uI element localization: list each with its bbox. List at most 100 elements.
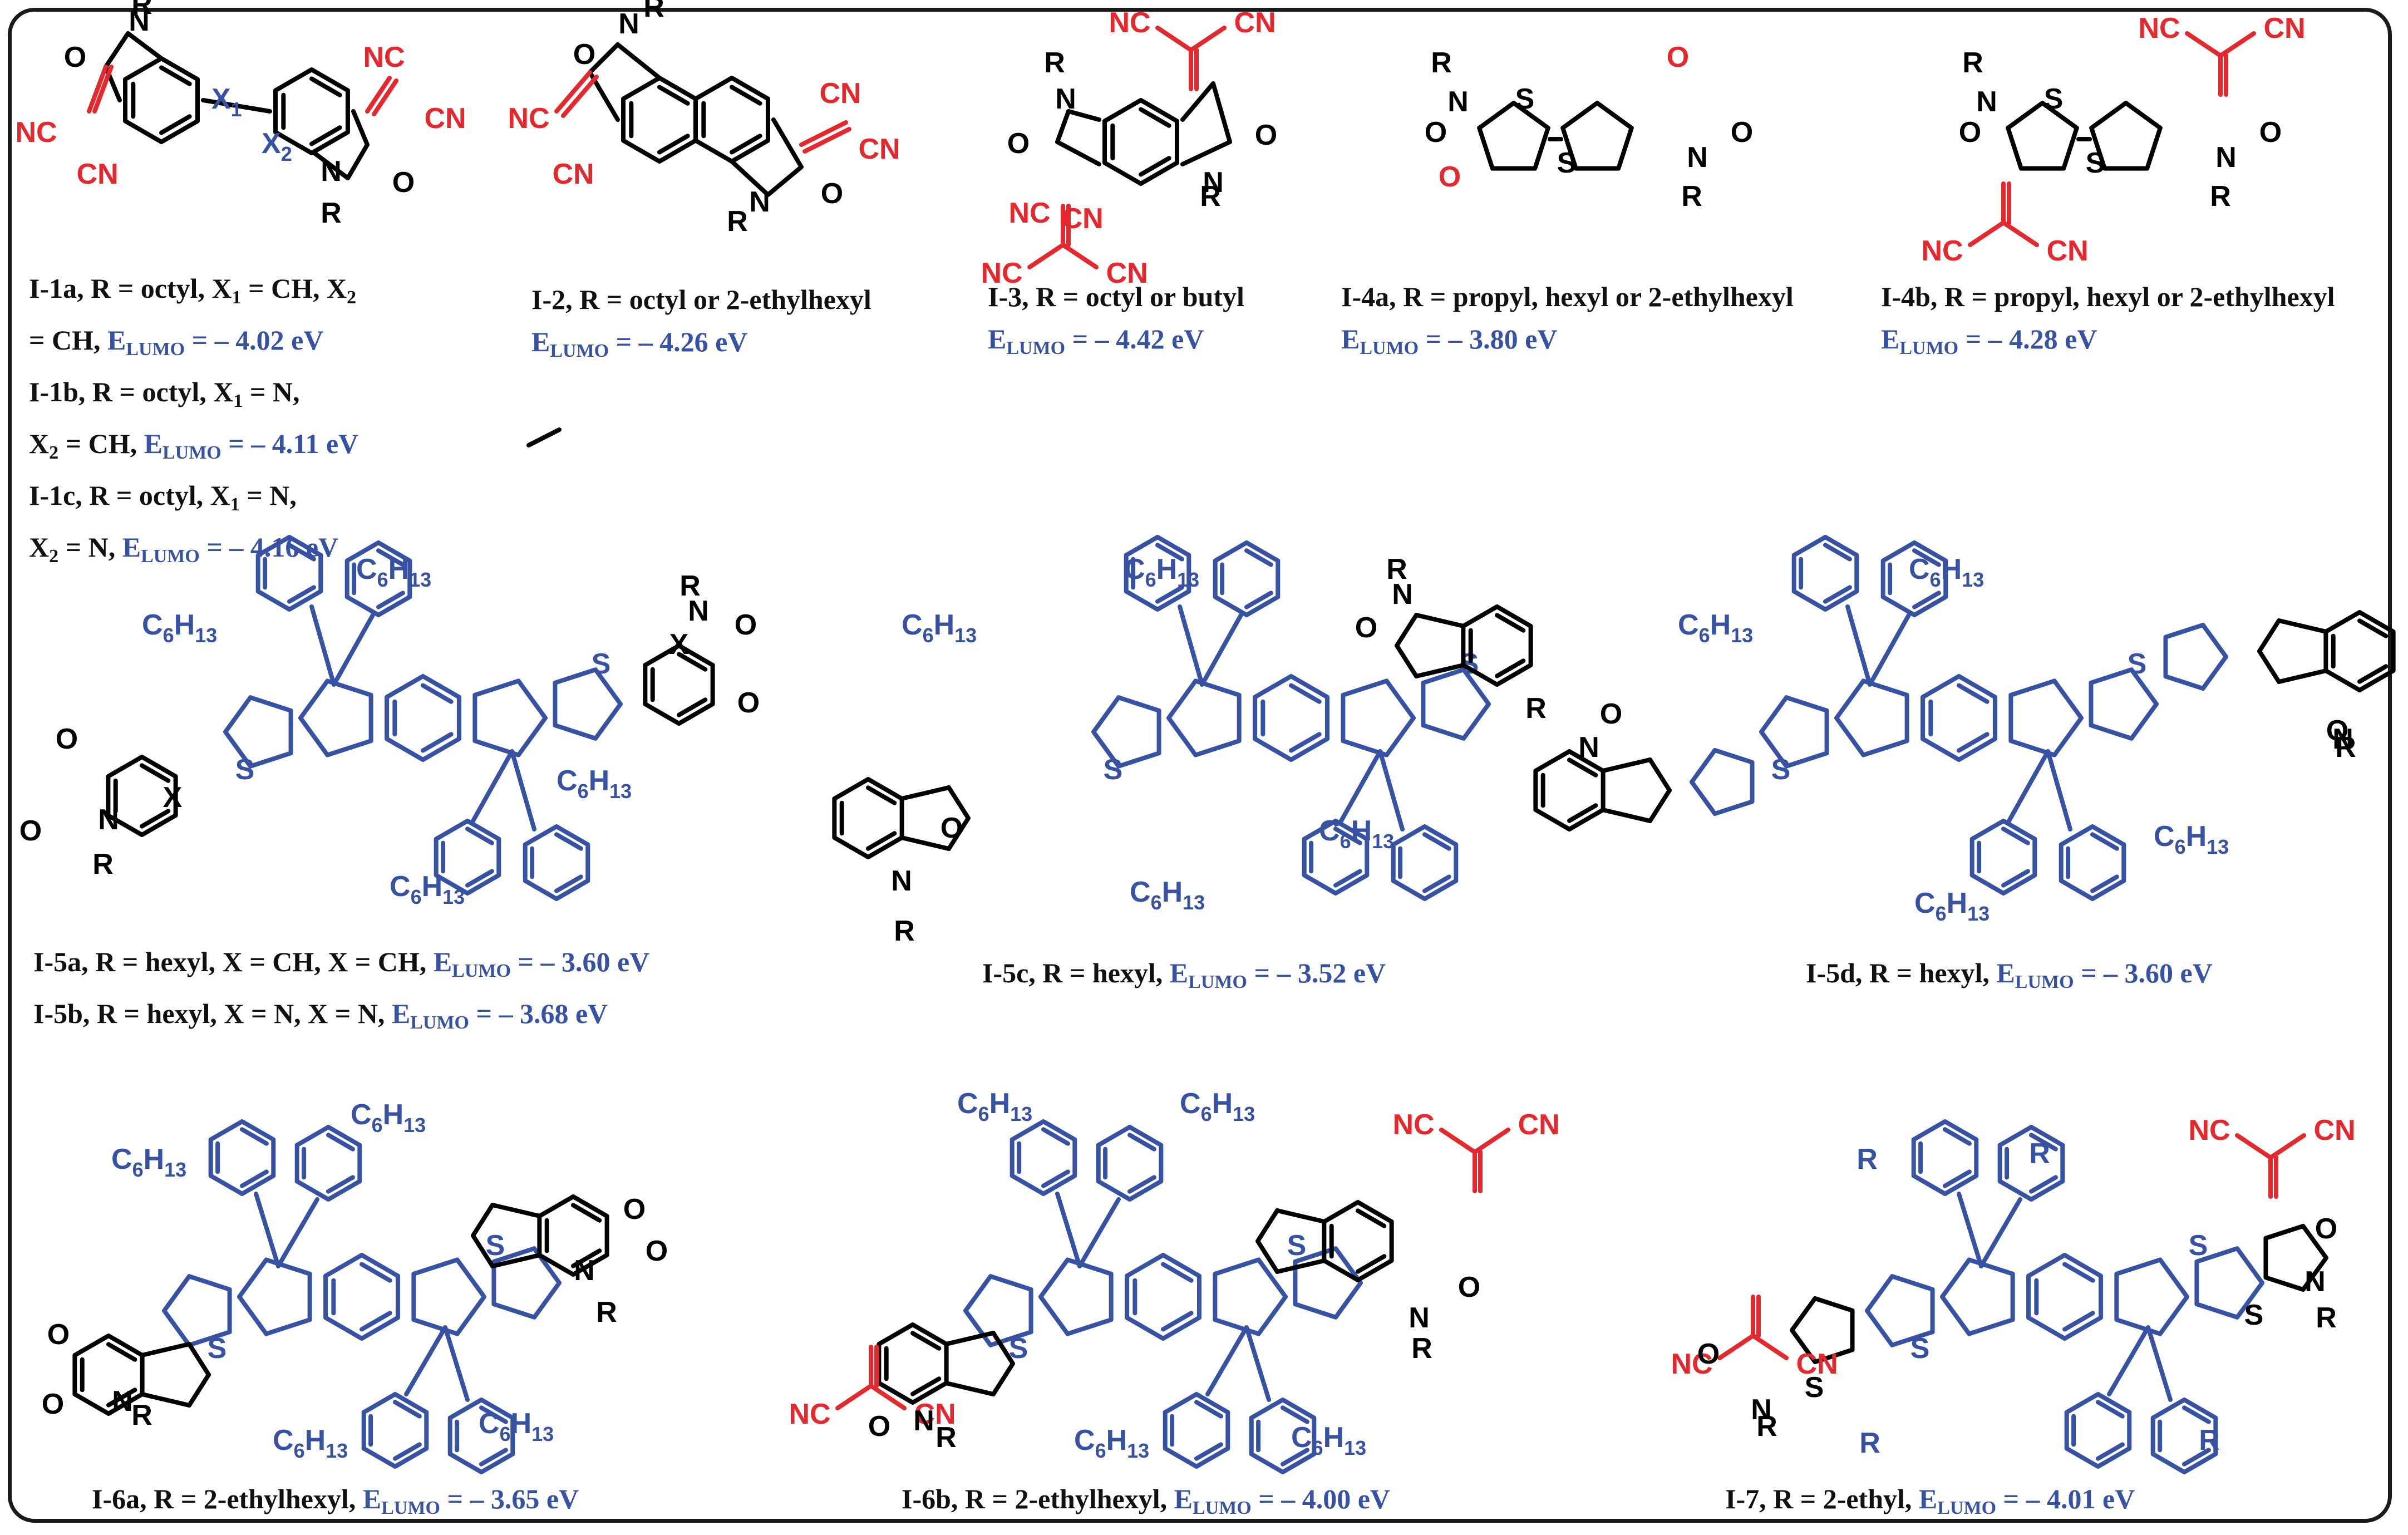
atom-label: NC (15, 116, 57, 149)
atom-label: O (1425, 116, 1447, 149)
bond (2029, 1133, 2058, 1152)
bond (1139, 156, 1171, 177)
benzene-ring (693, 76, 770, 164)
benzene-ring (1880, 540, 1948, 617)
atom-label: N (1687, 141, 1708, 174)
atom-label: R (1386, 553, 1407, 586)
thiophene-ring (2263, 1223, 2328, 1292)
bond (393, 1400, 422, 1419)
atom-label: O (1600, 698, 1622, 730)
atom-label: R (643, 0, 664, 23)
bond (1823, 543, 1852, 562)
hexyl-label: C6H13 (273, 1424, 348, 1462)
cyclopentadiene-ring (2008, 678, 2084, 757)
bond (2001, 826, 2030, 845)
hexyl-label: C6H13 (1180, 1088, 1255, 1125)
bond (910, 1376, 942, 1396)
atom-label: S (1910, 1332, 1930, 1365)
caption-line: I-5a, R = hexyl, X = CH, X = CH, ELUMO =… (33, 946, 650, 981)
bond (2096, 1442, 2125, 1461)
bond (376, 548, 405, 567)
bond (2090, 874, 2119, 893)
bond (571, 1248, 602, 1268)
atom-label: R (2316, 1302, 2337, 1334)
atom-label: R (1411, 1332, 1432, 1365)
lumo-energy: ELUMO = – 3.52 eV (1169, 957, 1386, 992)
hexyl-label: C6H13 (479, 1408, 554, 1445)
atom-label: NC (1109, 7, 1150, 39)
atom-label: N (1976, 86, 1997, 118)
atom-label: CN (819, 77, 861, 110)
atom-label: R (1681, 180, 1702, 213)
bond (2218, 31, 2256, 58)
bond (1356, 1208, 1387, 1228)
atom-label: O (1007, 127, 1030, 160)
atom-label: O (1697, 1338, 1720, 1370)
caption-line: = CH, ELUMO = – 4.02 eV (29, 324, 324, 360)
cyclopentadiene-ring (411, 1257, 486, 1336)
bond (1979, 1197, 2022, 1268)
bond (312, 151, 350, 180)
bond (866, 785, 897, 805)
cyclopentadiene-ring (1213, 1257, 1288, 1336)
atom-label: O (1355, 612, 1377, 644)
cyclopentadiene-ring (1834, 678, 1909, 757)
thiophene-ring (2163, 622, 2228, 691)
bond (1194, 1400, 1223, 1419)
benzene-ring (323, 1253, 400, 1341)
bond (360, 1262, 392, 1283)
bond (1912, 548, 1941, 567)
atom-label: CN (2263, 12, 2305, 45)
atom-label: S (1557, 147, 1577, 179)
bond (1968, 220, 2006, 247)
bond (561, 75, 599, 118)
atom-label: N (1392, 578, 1413, 611)
bond (899, 785, 951, 801)
hexyl-label: C6H13 (2154, 820, 2229, 858)
lumo-energy: ELUMO = – 4.02 eV (107, 324, 324, 360)
hexyl-label: C6H13 (957, 1088, 1032, 1125)
caption-line: ELUMO = – 4.42 eV (988, 318, 1244, 370)
bond (1339, 749, 1382, 823)
bond (393, 1442, 422, 1461)
bond (1178, 604, 1204, 687)
bond (835, 1384, 873, 1410)
atom-label: O (56, 723, 78, 755)
atom-label: CN (1518, 1109, 1559, 1141)
atom-label: N (112, 1385, 133, 1418)
atom-label: N (1409, 1302, 1430, 1334)
lumo-energy: ELUMO = – 3.60 eV (1996, 957, 2213, 992)
atom-label: O (2259, 116, 2282, 149)
caption-line: ELUMO = – 4.28 eV (1881, 318, 2335, 370)
atom-label: CN (424, 102, 466, 135)
benzene-ring (2064, 1392, 2132, 1469)
atom-label: R (727, 205, 748, 238)
bond (1439, 1128, 1477, 1154)
cyclopentadiene-ring (237, 1257, 312, 1336)
bond (730, 159, 770, 197)
bond (1567, 803, 1598, 823)
bond (479, 1448, 508, 1467)
atom-label: S (1805, 1371, 1824, 1404)
caption-I-1: I-1a, R = octyl, X1 = CH, X2= CH, ELUMO … (29, 267, 358, 578)
atom-label: CN (1106, 257, 1148, 289)
atom-label: N (1055, 83, 1076, 115)
thiophene-ring (1477, 101, 1550, 171)
bond (1255, 1208, 1279, 1243)
benzene-ring (106, 755, 178, 837)
bond (1601, 757, 1652, 773)
atom-label: N (574, 1254, 595, 1287)
atom-label: NC (789, 1398, 830, 1430)
atom-label: O (1731, 116, 1753, 149)
thiophene-ring (1865, 1274, 1935, 1347)
bond (1356, 1254, 1387, 1274)
hexyl-label: C6H13 (1678, 609, 1753, 647)
bond (2235, 1133, 2273, 1160)
lumo-energy: ELUMO = – 3.60 eV (433, 946, 650, 981)
bond (1189, 26, 1227, 52)
benzene-ring (1911, 1119, 1979, 1196)
hexyl-label: C6H13 (902, 609, 977, 647)
bond (2357, 618, 2389, 638)
atom-label: X2 (262, 127, 292, 165)
atom-label: N (1203, 166, 1224, 199)
